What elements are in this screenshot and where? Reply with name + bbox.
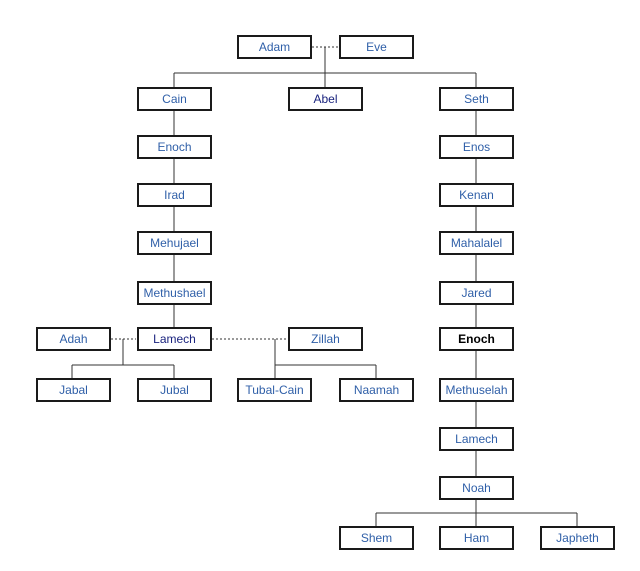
- node-adam[interactable]: Adam: [237, 35, 312, 59]
- node-enoch-son-of-cain[interactable]: Enoch: [137, 135, 212, 159]
- node-kenan[interactable]: Kenan: [439, 183, 514, 207]
- node-shem[interactable]: Shem: [339, 526, 414, 550]
- node-jared[interactable]: Jared: [439, 281, 514, 305]
- node-jubal[interactable]: Jubal: [137, 378, 212, 402]
- node-zillah[interactable]: Zillah: [288, 327, 363, 351]
- node-methuselah[interactable]: Methuselah: [439, 378, 514, 402]
- node-lamech-son-of-methuselah[interactable]: Lamech: [439, 427, 514, 451]
- node-abel[interactable]: Abel: [288, 87, 363, 111]
- node-seth[interactable]: Seth: [439, 87, 514, 111]
- node-eve[interactable]: Eve: [339, 35, 414, 59]
- node-mahalalel[interactable]: Mahalalel: [439, 231, 514, 255]
- node-ham[interactable]: Ham: [439, 526, 514, 550]
- node-cain[interactable]: Cain: [137, 87, 212, 111]
- node-methushael[interactable]: Methushael: [137, 281, 212, 305]
- node-enoch-current: Enoch: [439, 327, 514, 351]
- node-naamah[interactable]: Naamah: [339, 378, 414, 402]
- node-noah[interactable]: Noah: [439, 476, 514, 500]
- node-mehujael[interactable]: Mehujael: [137, 231, 212, 255]
- node-enos[interactable]: Enos: [439, 135, 514, 159]
- node-tubal-cain[interactable]: Tubal-Cain: [237, 378, 312, 402]
- node-lamech-son-of-methushael[interactable]: Lamech: [137, 327, 212, 351]
- node-irad[interactable]: Irad: [137, 183, 212, 207]
- node-jabal[interactable]: Jabal: [36, 378, 111, 402]
- node-japheth[interactable]: Japheth: [540, 526, 615, 550]
- node-adah[interactable]: Adah: [36, 327, 111, 351]
